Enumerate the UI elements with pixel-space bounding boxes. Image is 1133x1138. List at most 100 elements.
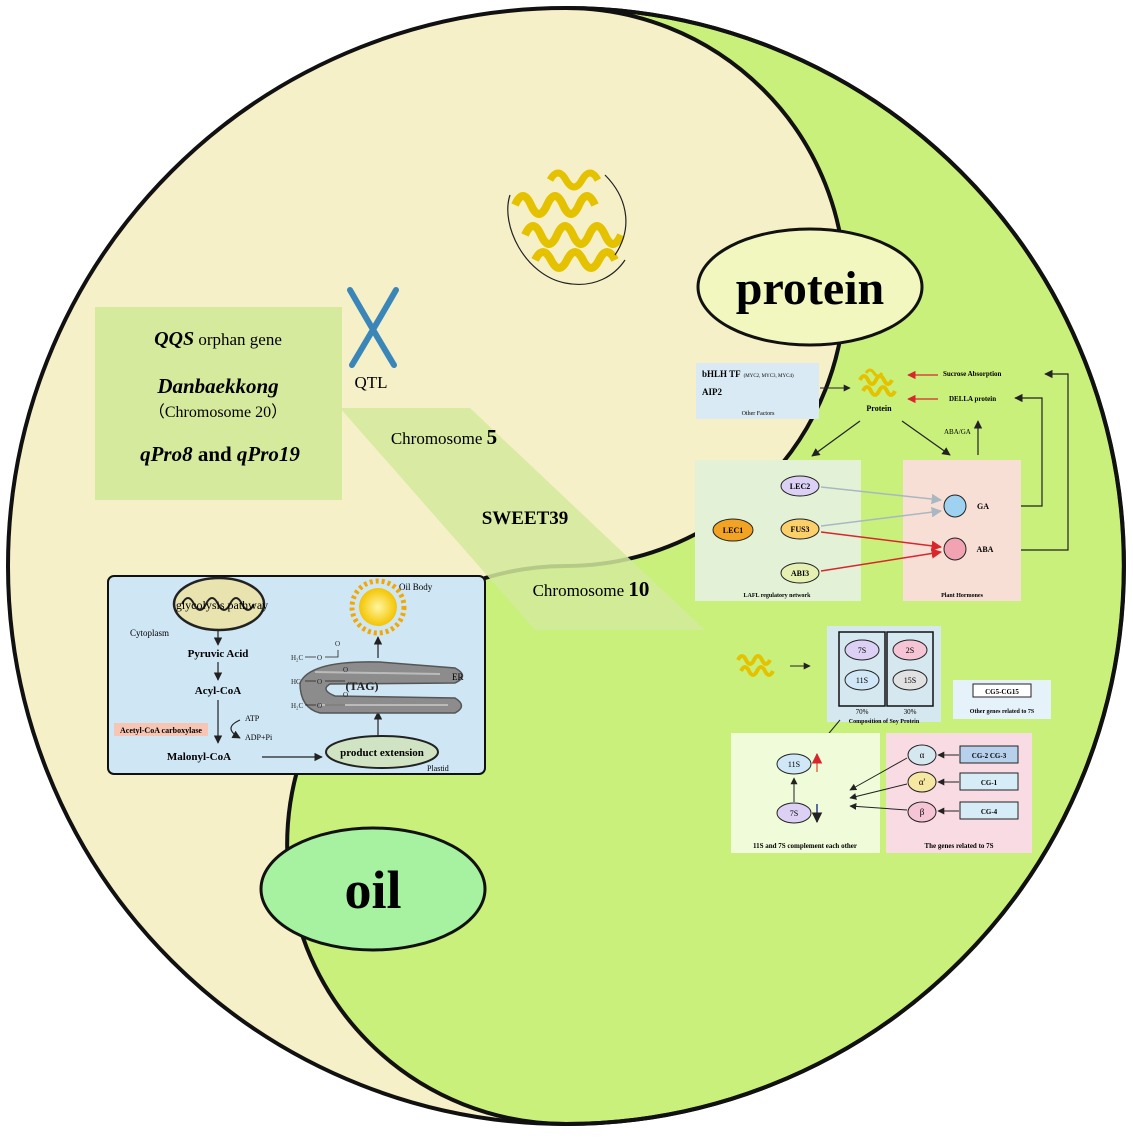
comp-7s-text: 7S (790, 809, 798, 818)
svg-text:O: O (343, 691, 348, 699)
node-2s (892, 639, 928, 661)
fus3-node (780, 518, 820, 540)
node-15s-text: 15S (904, 676, 916, 685)
complement-text: 11S and 7S complement each other (753, 842, 857, 850)
protein-label-ellipse (696, 227, 924, 347)
sweet39-label: SWEET39 (482, 508, 569, 529)
svg-text:O: O (317, 654, 322, 662)
lec2-node (780, 475, 820, 497)
abi3-text: ABI3 (791, 569, 809, 578)
alpha-node (907, 744, 937, 766)
acc-text: Acetyl-CoA carboxylase (120, 726, 202, 735)
atp-arrow (230, 719, 241, 739)
chromosome10-label: Chromosome 10 (533, 577, 650, 601)
glycolysis-text: glycolysis pathway (176, 598, 268, 612)
comp-11s-node (776, 753, 812, 775)
cg5-15-badge (972, 683, 1032, 698)
qtl-gene-box (95, 307, 342, 500)
cg1-text: CG-1 (981, 779, 998, 787)
oil-label: oil (344, 860, 401, 920)
atp-text: ATP (245, 714, 260, 723)
hormones-box (903, 460, 1021, 601)
node-7s-text: 7S (858, 646, 866, 655)
tag-structure: H₂C HC H₂C O O O O O O (291, 640, 348, 710)
qqs-line: QQS orphan gene (154, 328, 282, 350)
della-text: DELLA protein (949, 395, 996, 403)
malonyl-text: Malonyl-CoA (167, 751, 231, 763)
arrow-alphap-7s (849, 783, 908, 800)
oil-body-icon (349, 578, 407, 636)
comp-7s-node (776, 802, 812, 824)
acylcoa-text: Acyl-CoA (195, 685, 241, 697)
adp-text: ADP+Pi (245, 733, 273, 742)
lec1-node (712, 518, 754, 542)
alpha-prime-node (907, 771, 937, 793)
svg-text:O: O (317, 702, 322, 710)
chromosome-x-icon (347, 287, 399, 368)
aba-text: ABA (977, 545, 994, 554)
composition-frame-left (838, 631, 886, 707)
other-factors-text: Other Factors (742, 411, 775, 417)
cg23-text: CG-2 CG-3 (972, 752, 1007, 760)
qpro-line: qPro8 and qPro19 (140, 442, 300, 466)
arrow-fus3-ga (820, 506, 943, 527)
danbaekkong-text: Danbaekkong (156, 374, 278, 398)
aba-node (943, 537, 967, 561)
arrow-protein-lafl (811, 420, 861, 457)
svg-text:O: O (343, 666, 348, 674)
cg4-text: CG-4 (981, 808, 998, 816)
cg5-15-text: CG5-CG15 (985, 688, 1019, 696)
chromosome-band (340, 408, 705, 630)
ga-text: GA (977, 502, 989, 511)
node-11s (844, 669, 880, 691)
cg1-badge (959, 772, 1019, 791)
ga-feedback-arrow (1010, 393, 1043, 507)
aba-feedback-arrow (1010, 369, 1069, 551)
plant-hormones-text: Plant Hormones (941, 593, 983, 599)
alpha-text: α (920, 750, 925, 760)
small-protein-icon-2 (736, 654, 775, 677)
lafl-text: LAFL regulatory network (744, 593, 812, 599)
bhlh-text: bHLH TF(MYC2, MYC3, MYC4) (702, 369, 794, 379)
arrow-protein-hormones (901, 420, 951, 456)
protein-structure-icon (507, 169, 627, 285)
lec2-text: LEC2 (790, 482, 810, 491)
svg-text:O: O (335, 640, 340, 648)
protein-label: protein (736, 262, 884, 315)
fus3-text: FUS3 (790, 525, 809, 534)
other-genes-text: Other genes related to 7S (970, 709, 1035, 715)
lec1-text: LEC1 (723, 526, 743, 535)
product-ext-ellipse (325, 735, 439, 769)
svg-text:O: O (317, 678, 322, 686)
protein-node-text: Protein (866, 404, 892, 413)
tag-text: (TAG) (345, 679, 378, 693)
arrow-alpha-7s (849, 757, 908, 791)
factors-box (696, 363, 819, 419)
node-11s-text: 11S (856, 676, 868, 685)
mitochondrion-icon (172, 576, 266, 632)
composition-frame-right (886, 631, 934, 707)
aba-ga-text: ABA/GA (944, 428, 971, 436)
cg23-badge (959, 745, 1019, 764)
plastid-text: Plastid (427, 764, 449, 773)
aip2-text: AIP2 (702, 387, 722, 397)
outer-ring (6, 6, 1126, 1126)
acc-box (114, 723, 208, 736)
oil-body-text: Oil Body (399, 582, 433, 592)
svg-text:H₂C: H₂C (291, 702, 303, 710)
arrow-abi3-aba (820, 548, 943, 572)
beta-node (907, 801, 937, 823)
cg4-badge (959, 801, 1019, 820)
er-text: ER (452, 672, 464, 682)
node-2s-text: 2S (906, 646, 914, 655)
arrow-beta-7s (849, 802, 908, 811)
sucrose-text: Sucrose Absorption (943, 370, 1002, 378)
complement-box (731, 733, 880, 853)
oil-label-ellipse (259, 826, 487, 952)
arrow-lec2-ga (820, 486, 943, 505)
pyruvic-text: Pyruvic Acid (188, 648, 249, 660)
genes7s-text: The genes related to 7S (924, 842, 993, 850)
chromosome20-text: （Chromosome 20） (149, 403, 287, 421)
